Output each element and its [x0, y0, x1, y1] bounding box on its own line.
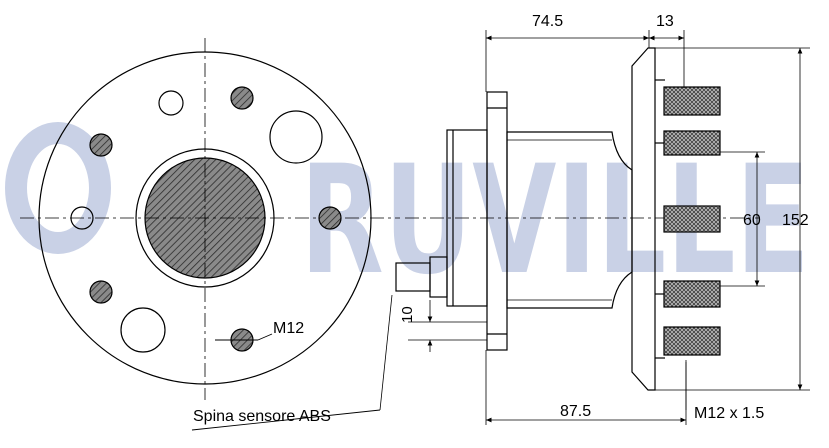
bolt-hole-hatched: [89, 133, 113, 157]
large-hole: [269, 110, 323, 164]
dim-top-flange-label: 13: [656, 13, 674, 30]
abs-label-underline: [191, 409, 381, 431]
watermark-logo: RUVILLE: [5, 122, 810, 308]
dim-bottom-width-label: 87.5: [560, 403, 591, 420]
dimensions: [191, 30, 810, 431]
wheel-stud: [663, 130, 721, 156]
bolt-hole-hatched: [89, 280, 113, 304]
dim-top-width-label: 74.5: [532, 13, 563, 30]
bolt-hole-hatched: [318, 206, 342, 230]
dim-inner-diameter-label: 60: [743, 212, 761, 229]
abs-pin-label: Spina sensore ABS: [193, 408, 331, 425]
wheel-stud: [663, 86, 721, 116]
wheel-stud: [663, 280, 721, 308]
wheel-studs: [655, 86, 721, 356]
dim-outer-diameter-label: 152: [782, 212, 809, 229]
wheel-stud: [663, 326, 721, 356]
abs-sensor-collar: [429, 256, 448, 298]
bolt-leader-line: [257, 333, 273, 341]
open-hole: [70, 206, 94, 230]
wheel-stud: [663, 205, 721, 233]
dim-offset-label: 10: [399, 306, 416, 323]
large-hole: [120, 307, 166, 353]
watermark-ring: [5, 122, 111, 254]
open-hole: [158, 90, 184, 116]
stud-thread-label: M12 x 1.5: [694, 405, 764, 422]
abs-leader-line: [379, 294, 393, 411]
watermark-text: RUVILLE: [300, 134, 810, 308]
seal-ring: [446, 129, 488, 307]
bolt-thread-label: M12: [273, 320, 304, 337]
bolt-hole-hatched: [230, 86, 254, 110]
hub-front-view: [20, 38, 400, 400]
